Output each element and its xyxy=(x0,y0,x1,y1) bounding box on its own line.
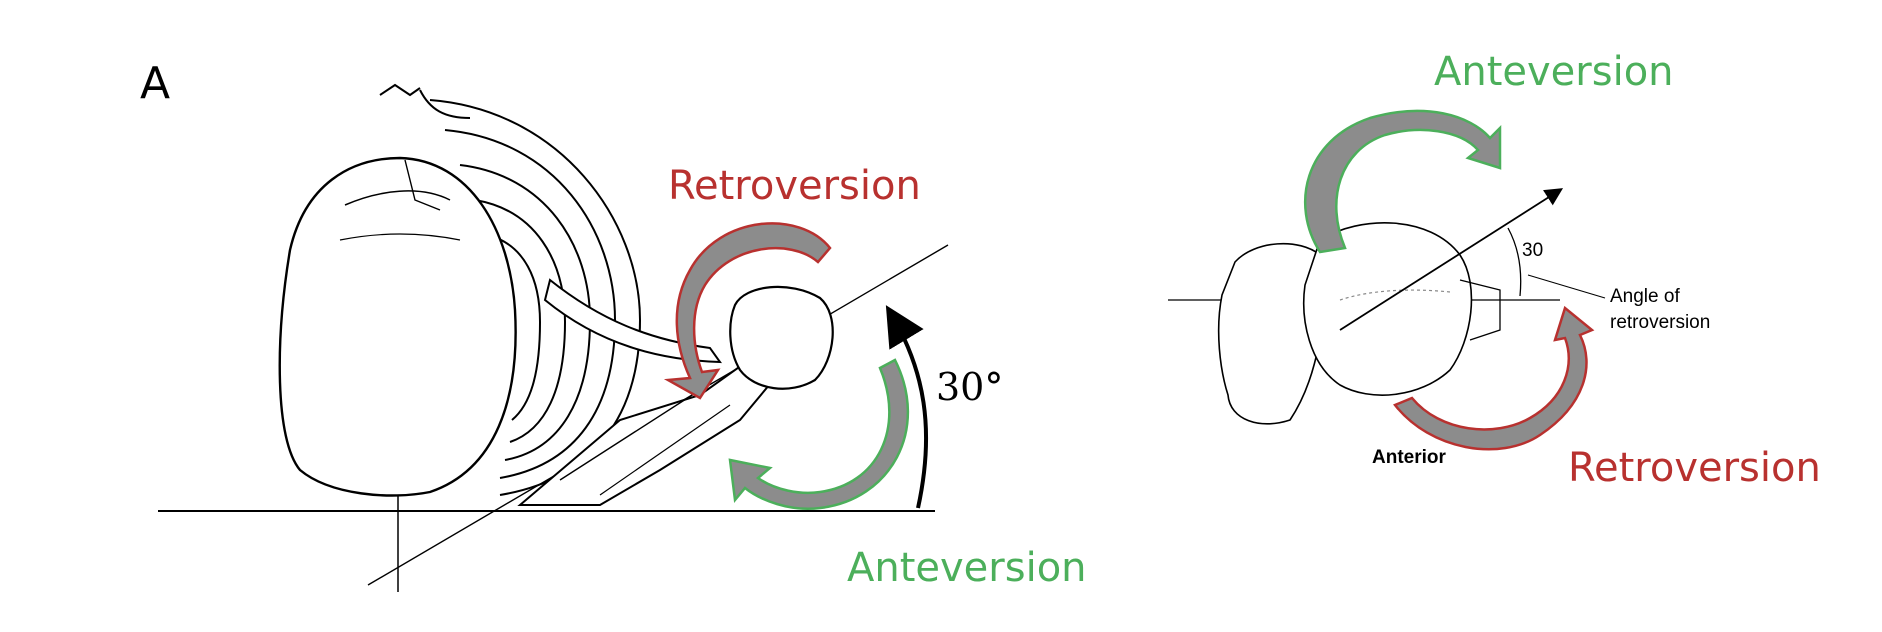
right-panel xyxy=(1168,109,1606,451)
angle-caption-line2: retroversion xyxy=(1610,312,1711,333)
left-panel xyxy=(158,83,949,592)
left-retroversion-label: Retroversion xyxy=(668,163,921,209)
right-retroversion-arrow xyxy=(1393,305,1595,451)
panel-letter-label: A xyxy=(140,58,171,109)
humerus-bone xyxy=(543,278,722,364)
angle-caption-line1: Angle of xyxy=(1610,286,1680,307)
head-outline xyxy=(278,156,517,497)
left-retroversion-arrow xyxy=(663,222,832,400)
right-scapula-bone xyxy=(1217,242,1322,425)
right-glenoid-axis-line xyxy=(1339,188,1564,331)
right-angle-arc xyxy=(1507,227,1522,297)
anterior-label: Anterior xyxy=(1372,447,1446,468)
right-anteversion-label: Anteversion xyxy=(1434,49,1674,95)
angle-caption-pointer xyxy=(1527,274,1606,299)
right-humeral-head xyxy=(1302,222,1473,396)
right-angle-value-label: 30 xyxy=(1522,240,1544,261)
right-anteversion-arrow xyxy=(1304,109,1502,254)
right-retroversion-label: Retroversion xyxy=(1568,445,1821,491)
left-anteversion-label: Anteversion xyxy=(847,545,1087,591)
humeral-head xyxy=(729,285,834,390)
left-anteversion-arrow xyxy=(728,358,910,510)
left-angle-arc xyxy=(885,305,929,509)
left-angle-label: 30° xyxy=(936,365,1004,409)
